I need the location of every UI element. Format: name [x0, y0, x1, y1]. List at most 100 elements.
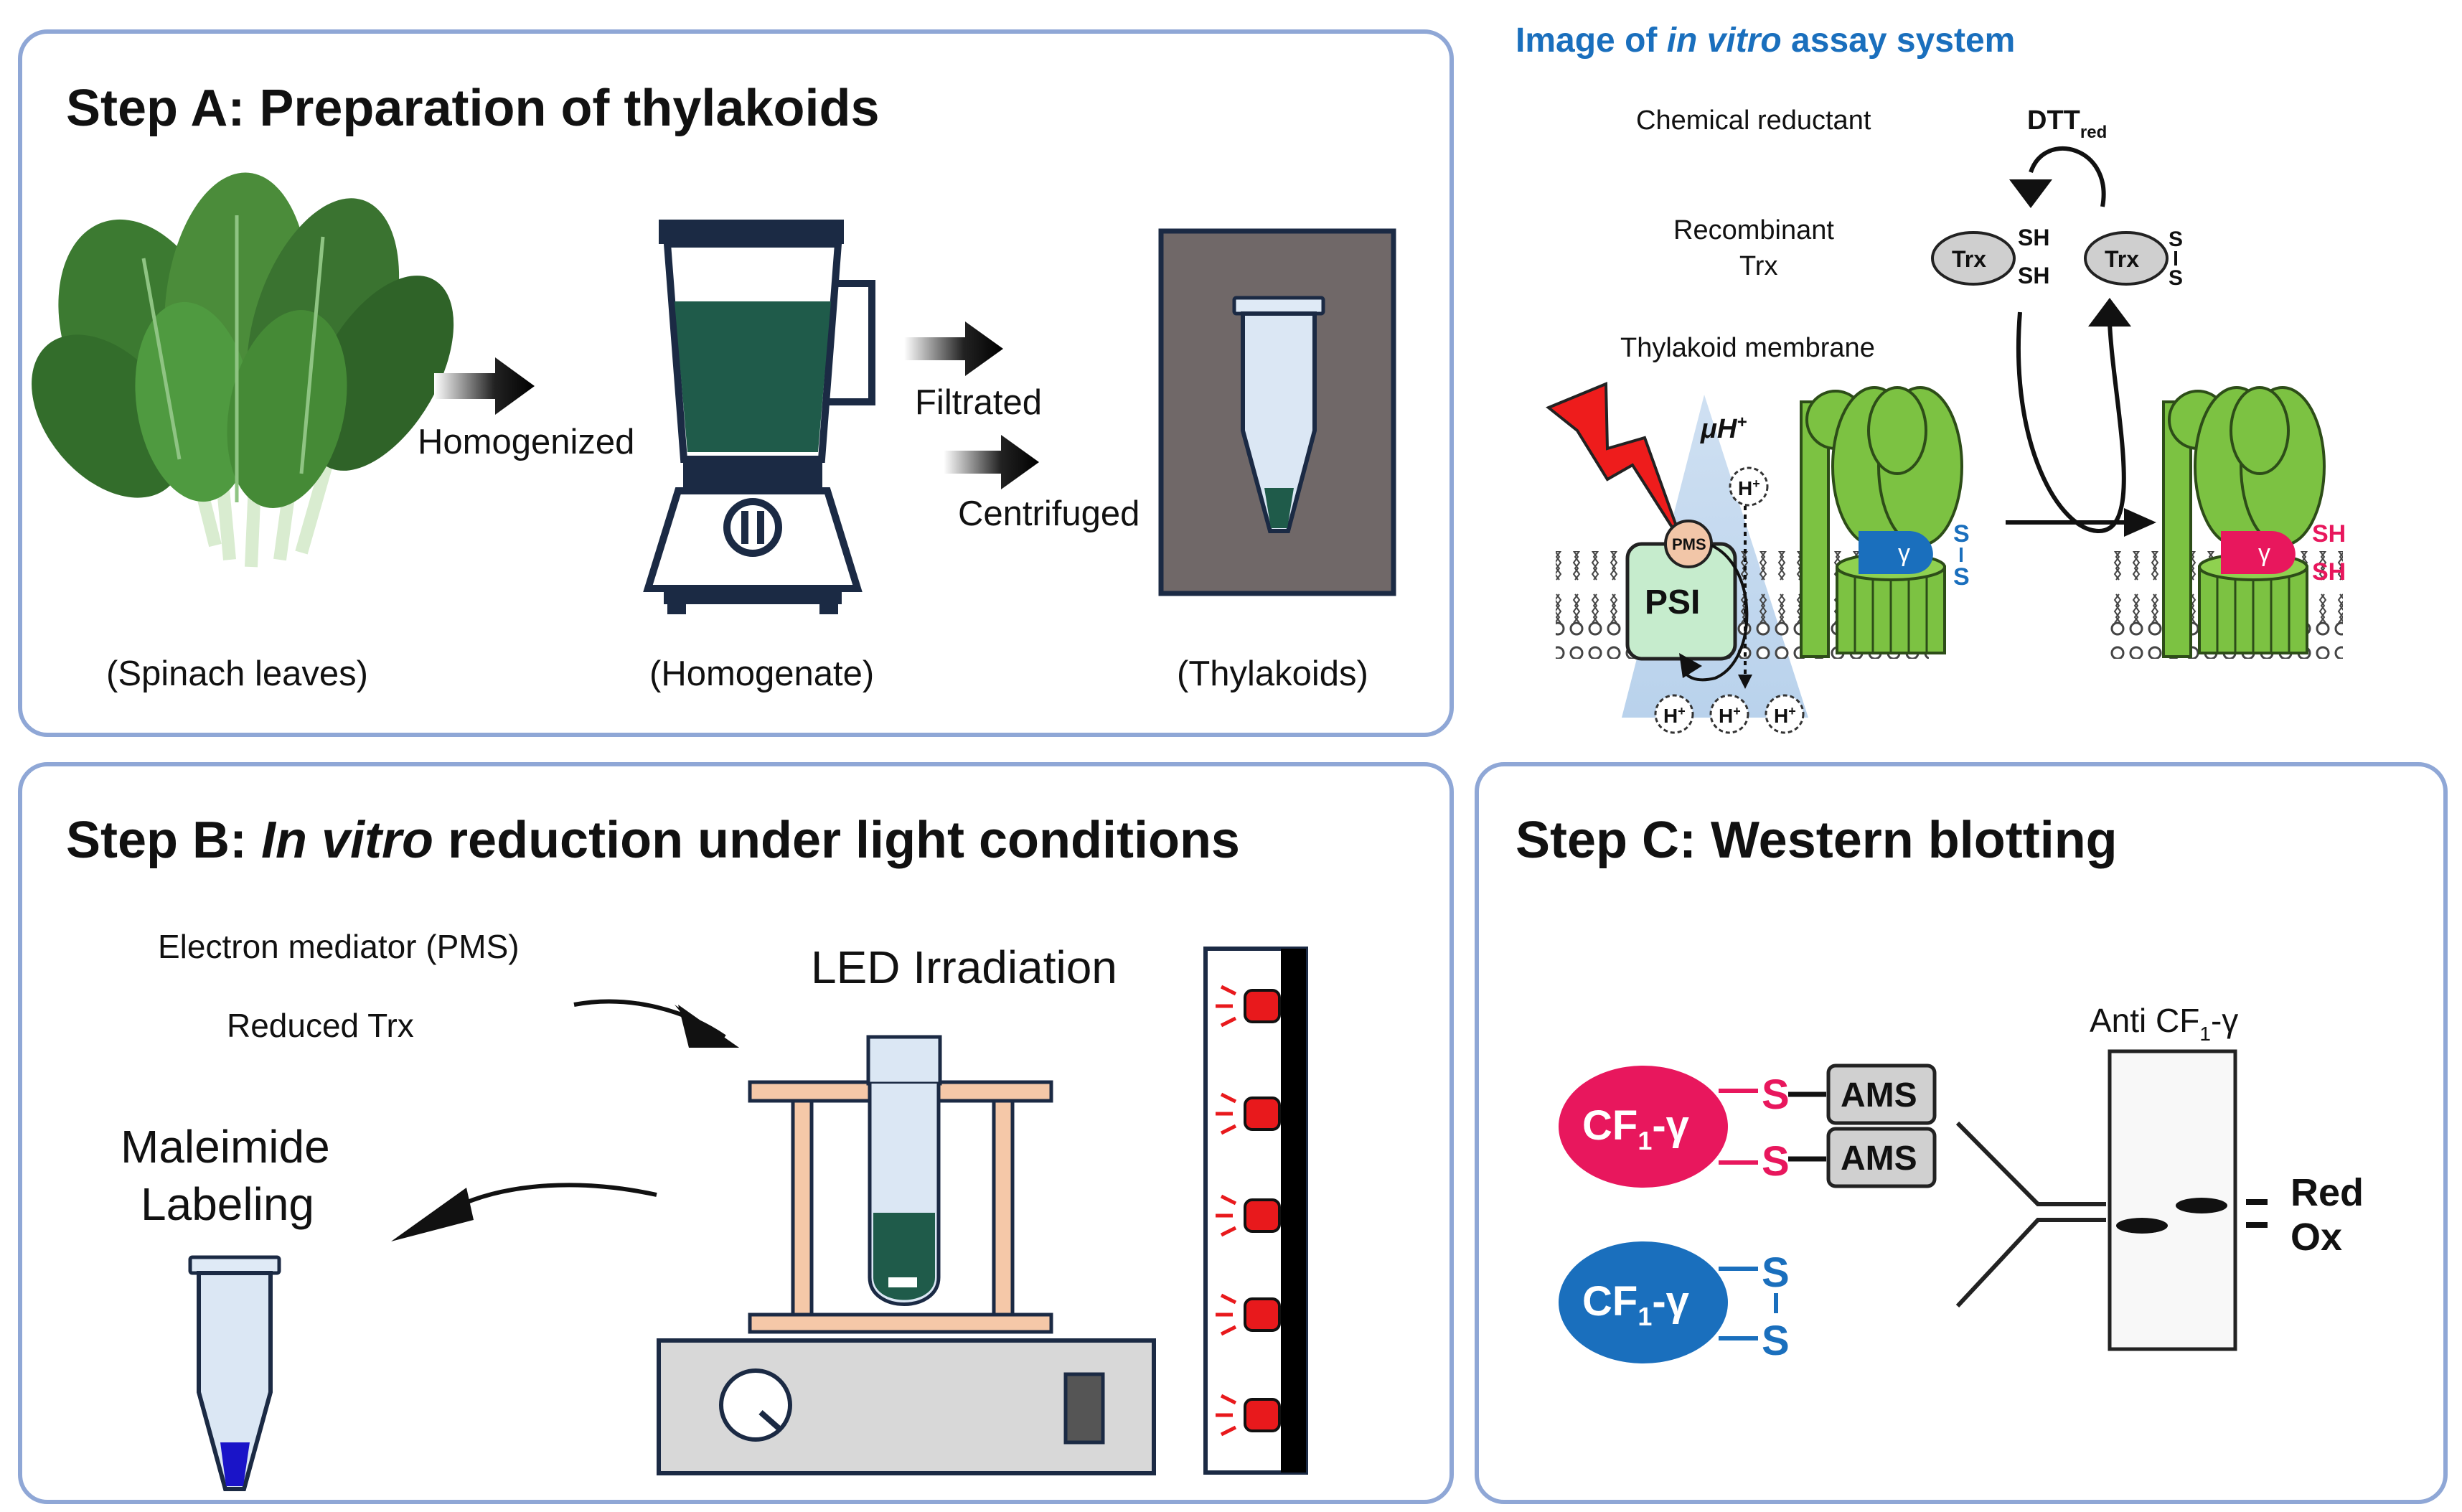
label-dtt: DTTred	[2027, 105, 2107, 142]
trx-oxidized-label: Trx	[2105, 246, 2139, 272]
label-chemical-reductant: Chemical reductant	[1636, 105, 1871, 136]
step-c-title: Step C: Western blotting	[1516, 812, 2118, 869]
label-centrifuged: Centrifuged	[958, 494, 1140, 533]
test-tube	[866, 1035, 942, 1306]
label-homogenized: Homogenized	[418, 423, 634, 461]
led-light-1	[1216, 985, 1281, 1028]
cf1-gamma-oxidized-oval	[1559, 1241, 1728, 1363]
lightning-bolt-icon	[1546, 382, 1684, 545]
h-plus-b3-sup: +	[1788, 704, 1796, 718]
panel-step-b	[18, 762, 1454, 1504]
label-filtrated: Filtrated	[915, 383, 1042, 422]
cf1-gamma-reduced-label: CF1-γ	[1582, 1102, 1690, 1155]
caption-spinach-leaves: (Spinach leaves)	[106, 654, 368, 693]
magnetic-stirrer	[657, 1338, 1156, 1475]
trx-oxidized-icon	[2084, 231, 2169, 286]
trx-reduced-sh1: SH	[2018, 225, 2049, 250]
blot-connector-lower	[1955, 1218, 2106, 1308]
led-panel	[1203, 947, 1308, 1475]
h-plus-top-text: H+	[1738, 476, 1760, 499]
proton-dotted-arrow-head	[1738, 675, 1752, 689]
pms-cycle-arrow-head	[1679, 653, 1702, 678]
pms-circle	[1664, 520, 1713, 568]
pms-label: PMS	[1672, 535, 1706, 553]
ams-tag-2	[1826, 1127, 1937, 1188]
blender-illustration	[643, 220, 875, 614]
cf-ox-sub: 1	[1638, 1302, 1652, 1331]
blot-connector-upper	[1955, 1121, 2106, 1206]
anti-sub: 1	[2199, 1023, 2211, 1045]
h-plus-b1-sup: +	[1678, 704, 1686, 718]
trx-oxidized-s1: S	[2169, 227, 2183, 251]
label-electron-mediator: Electron mediator (PMS)	[158, 928, 520, 965]
h-plus-bottom-2: H+	[1709, 694, 1749, 734]
cf-red-sub: 1	[1638, 1126, 1652, 1155]
h-plus-bottom-1: H+	[1654, 694, 1694, 734]
gamma-reduced-label: γ	[2258, 540, 2270, 567]
thylakoid-tube-illustration	[1158, 228, 1396, 596]
assay-title-pre: Image of	[1516, 22, 1667, 60]
ams-tag-2-label: AMS	[1841, 1140, 1917, 1178]
trx-oxidized-s2: S	[2169, 266, 2183, 290]
cf-ox-pre: CF	[1582, 1278, 1638, 1325]
cf1-gamma-reduced-oval	[1559, 1066, 1728, 1188]
led-light-2	[1216, 1092, 1281, 1135]
cf-ox-post: -γ	[1652, 1278, 1689, 1325]
arrow-filtrated	[904, 321, 1003, 376]
led-light-3	[1216, 1194, 1281, 1237]
atp-synthase-oxidized	[1800, 386, 1963, 658]
ams-tag-1-label: AMS	[1841, 1076, 1917, 1114]
assay-title-post: assay system	[1782, 22, 2016, 60]
label-maleimide: Maleimide	[121, 1121, 330, 1173]
h-plus-top: H+	[1729, 466, 1769, 507]
trx-reduced-sh2: SH	[2018, 263, 2049, 288]
cf1-red-s1: S	[1762, 1071, 1790, 1118]
gamma-reduced-sh2: SH	[2312, 558, 2346, 586]
assay-title: Image of in vitro assay system	[1516, 22, 2015, 60]
step-b-title-em: In vitro	[261, 812, 433, 869]
blot-band-ox	[2116, 1218, 2168, 1234]
label-red: Red	[2290, 1171, 2364, 1214]
h-plus-top-sup: +	[1752, 476, 1760, 491]
h-plus-top-h: H	[1738, 477, 1752, 499]
label-ox: Ox	[2290, 1216, 2342, 1259]
label-reduced-trx: Reduced Trx	[227, 1007, 414, 1044]
caption-homogenate: (Homogenate)	[649, 654, 874, 693]
trx-reduced-label: Trx	[1952, 246, 1986, 272]
label-led-irradiation: LED Irradiation	[811, 942, 1117, 993]
maleimide-tube	[188, 1255, 281, 1491]
step-b-title: Step B: In vitro reduction under light c…	[66, 812, 1240, 869]
label-thylakoid-membrane: Thylakoid membrane	[1620, 333, 1875, 363]
caption-thylakoids: (Thylakoids)	[1177, 654, 1368, 693]
mu-h-label: μH+	[1700, 413, 1747, 444]
mu-h-main: μH	[1700, 414, 1738, 444]
h-plus-b3-h: H	[1774, 705, 1788, 727]
cf1-ox-s1: S	[1762, 1249, 1790, 1296]
mu-h-sup: +	[1737, 413, 1747, 432]
h-plus-b1-h: H	[1663, 705, 1678, 727]
trx-loop-arrow	[2016, 311, 2126, 534]
gamma-oxidized-s2: S	[1953, 563, 1970, 591]
h-plus-bottom-3: H+	[1765, 694, 1805, 734]
anti-post: -γ	[2211, 1002, 2238, 1039]
cf1-ox-s2: S	[1762, 1318, 1790, 1364]
h-plus-b3-text: H+	[1774, 704, 1796, 727]
led-light-5	[1216, 1394, 1281, 1437]
cf1-gamma-oxidized-label: CF1-γ	[1582, 1278, 1690, 1331]
step-a-title: Step A: Preparation of thylakoids	[66, 80, 880, 137]
anti-pre: Anti CF	[2090, 1002, 2199, 1039]
cf1-red-s2: S	[1762, 1138, 1790, 1185]
label-trx-word: Trx	[1739, 251, 1777, 281]
step-b-title-pre: Step B:	[66, 812, 261, 869]
led-light-4	[1216, 1293, 1281, 1336]
step-b-title-post: reduction under light conditions	[433, 812, 1240, 869]
h-plus-b2-text: H+	[1719, 704, 1741, 727]
h-plus-b2-sup: +	[1733, 704, 1741, 718]
cf-red-post: -γ	[1652, 1102, 1689, 1149]
trx-reduced-icon	[1931, 231, 2016, 286]
label-labeling: Labeling	[141, 1178, 314, 1230]
test-tube-stand	[748, 1080, 1053, 1334]
dtt-sub: red	[2080, 123, 2107, 142]
dtt-arrow-head	[2009, 179, 2052, 208]
ams-tag-1	[1826, 1063, 1937, 1125]
